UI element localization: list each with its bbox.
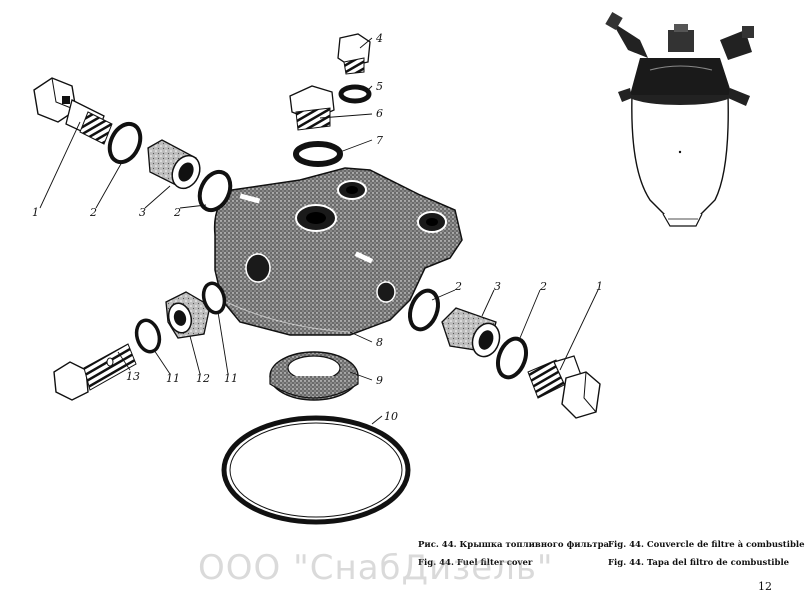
filter-cover-body [213, 167, 463, 336]
callout-2-right-a: 2 [454, 280, 462, 293]
washer-7 [293, 141, 343, 167]
callout-3-left: 3 [139, 206, 146, 219]
sleeve-3a [147, 139, 201, 190]
caption-spanish: Fig. 44. Tapa del filtro de combustible [608, 558, 790, 568]
manual-page: 1 2 3 2 4 5 6 7 8 2 3 2 1 13 11 12 11 9 … [32, 11, 805, 593]
washer-2a [107, 121, 143, 165]
callout-10: 10 [384, 410, 398, 423]
washer-2c [407, 288, 441, 332]
filter-assembly-view [605, 11, 754, 227]
callout-1-left: 1 [32, 206, 39, 219]
callout-11-a: 11 [166, 372, 180, 385]
callout-7: 7 [376, 134, 383, 147]
plug-4 [337, 33, 371, 75]
callout-3-right: 3 [494, 280, 501, 293]
banjo-bolt-left [33, 77, 113, 145]
callout-8: 8 [376, 336, 383, 349]
callout-5: 5 [376, 80, 383, 93]
watermark: ООО "СнабДизель" [198, 548, 554, 588]
callout-2-left-b: 2 [173, 206, 181, 219]
callout-6: 6 [376, 107, 383, 120]
caption-english: Fig. 44. Fuel filter cover [418, 558, 533, 568]
exploded-view-illustration: 1 2 3 2 4 5 6 7 8 2 3 2 1 13 11 12 11 9 … [32, 11, 754, 525]
sleeve-12 [165, 291, 211, 339]
page-number: 12 [758, 580, 772, 593]
caption-russian: Рис. 44. Крышка топливного фильтра [418, 540, 610, 550]
banjo-bolt-right [527, 355, 601, 419]
washer-2b [197, 169, 233, 213]
sleeve-3b [441, 307, 501, 358]
plug-6 [289, 85, 335, 131]
gasket-9 [269, 351, 359, 401]
callout-9: 9 [376, 374, 383, 387]
callout-11-b: 11 [224, 372, 238, 385]
bolt-13 [53, 343, 137, 401]
leader-lines [39, 37, 599, 425]
callout-13: 13 [126, 370, 140, 383]
callout-2-right-b: 2 [539, 280, 547, 293]
washer-11a [134, 318, 162, 354]
washer-2d [495, 336, 529, 380]
washer-5 [338, 84, 372, 104]
seal-ring-10 [221, 415, 411, 525]
callout-1-right: 1 [596, 280, 603, 293]
callout-2-left-a: 2 [89, 206, 97, 219]
callout-4: 4 [375, 32, 383, 45]
callout-12: 12 [196, 372, 210, 385]
caption-french: Fig. 44. Couvercle de filtre à combustib… [608, 540, 805, 550]
